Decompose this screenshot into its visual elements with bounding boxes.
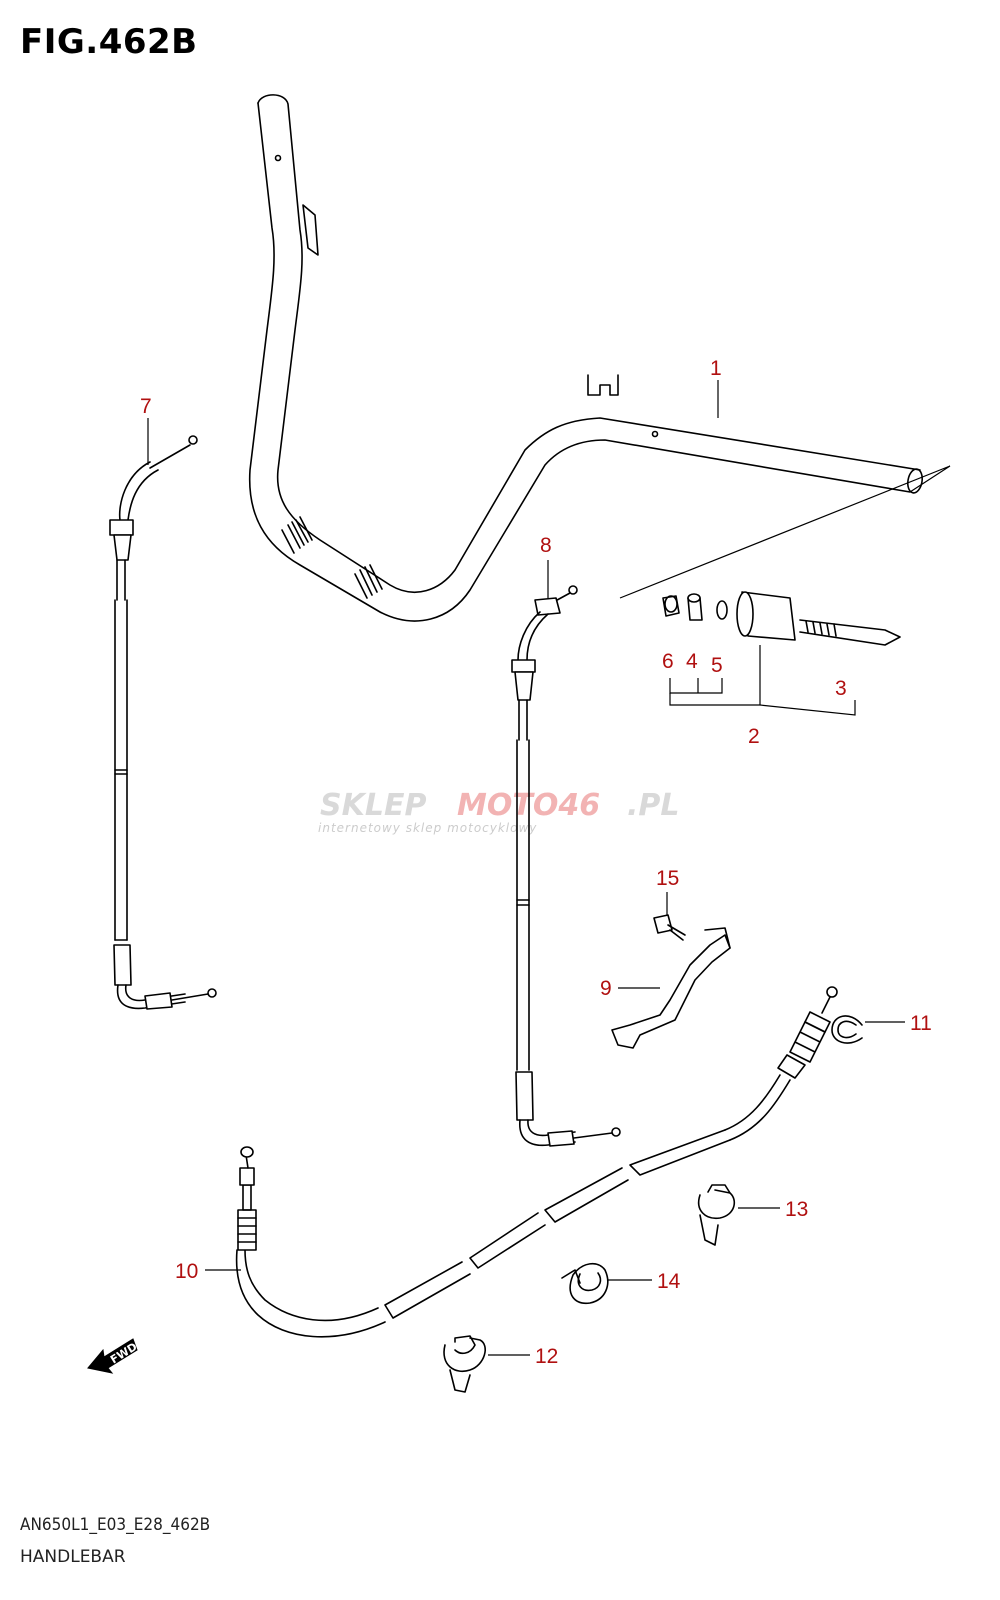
e-ring-drawing — [831, 1015, 905, 1044]
callout-numbers: 1 2 3 4 5 6 7 8 9 10 11 12 13 14 15 — [140, 357, 932, 1368]
callout-8: 8 — [540, 534, 552, 557]
callout-14: 14 — [657, 1270, 681, 1293]
figure-title: FIG.462B — [20, 22, 198, 62]
model-code: AN650L1_E03_E28_462B — [20, 1515, 211, 1535]
callout-9: 9 — [600, 977, 612, 1000]
callout-12: 12 — [535, 1345, 558, 1368]
callout-1: 1 — [710, 357, 722, 380]
clamp-13-drawing — [698, 1184, 780, 1246]
throttle-cable-1-drawing — [109, 418, 217, 1010]
callout-6: 6 — [662, 650, 674, 673]
callout-11: 11 — [910, 1012, 932, 1035]
callout-5: 5 — [711, 654, 723, 677]
callout-2: 2 — [748, 725, 760, 748]
group-name: HANDLEBAR — [20, 1547, 126, 1567]
callout-3: 3 — [835, 677, 847, 700]
callout-10: 10 — [175, 1260, 198, 1283]
callout-15: 15 — [656, 867, 679, 890]
fwd-arrow: FWD — [87, 1338, 139, 1374]
bar-end-assembly — [662, 591, 901, 716]
cable-guide-drawing — [611, 892, 731, 1049]
clamp-12-drawing — [443, 1335, 530, 1393]
callout-7: 7 — [140, 395, 152, 418]
watermark-brand-suffix: .PL — [627, 788, 680, 823]
callout-13: 13 — [785, 1198, 808, 1221]
watermark-brand-prefix: SKLEP — [320, 788, 426, 823]
watermark: SKLEP MOTO46 .PL internetowy sklep motoc… — [318, 788, 680, 835]
brake-cable-drawing — [205, 986, 838, 1338]
clamp-14-drawing — [561, 1262, 652, 1304]
fwd-label: FWD — [108, 1340, 139, 1366]
throttle-cable-2-drawing — [511, 560, 621, 1147]
handlebar-drawing — [248, 94, 951, 622]
watermark-tagline: internetowy sklep motocyklowy — [318, 821, 537, 835]
callout-4: 4 — [686, 650, 698, 673]
